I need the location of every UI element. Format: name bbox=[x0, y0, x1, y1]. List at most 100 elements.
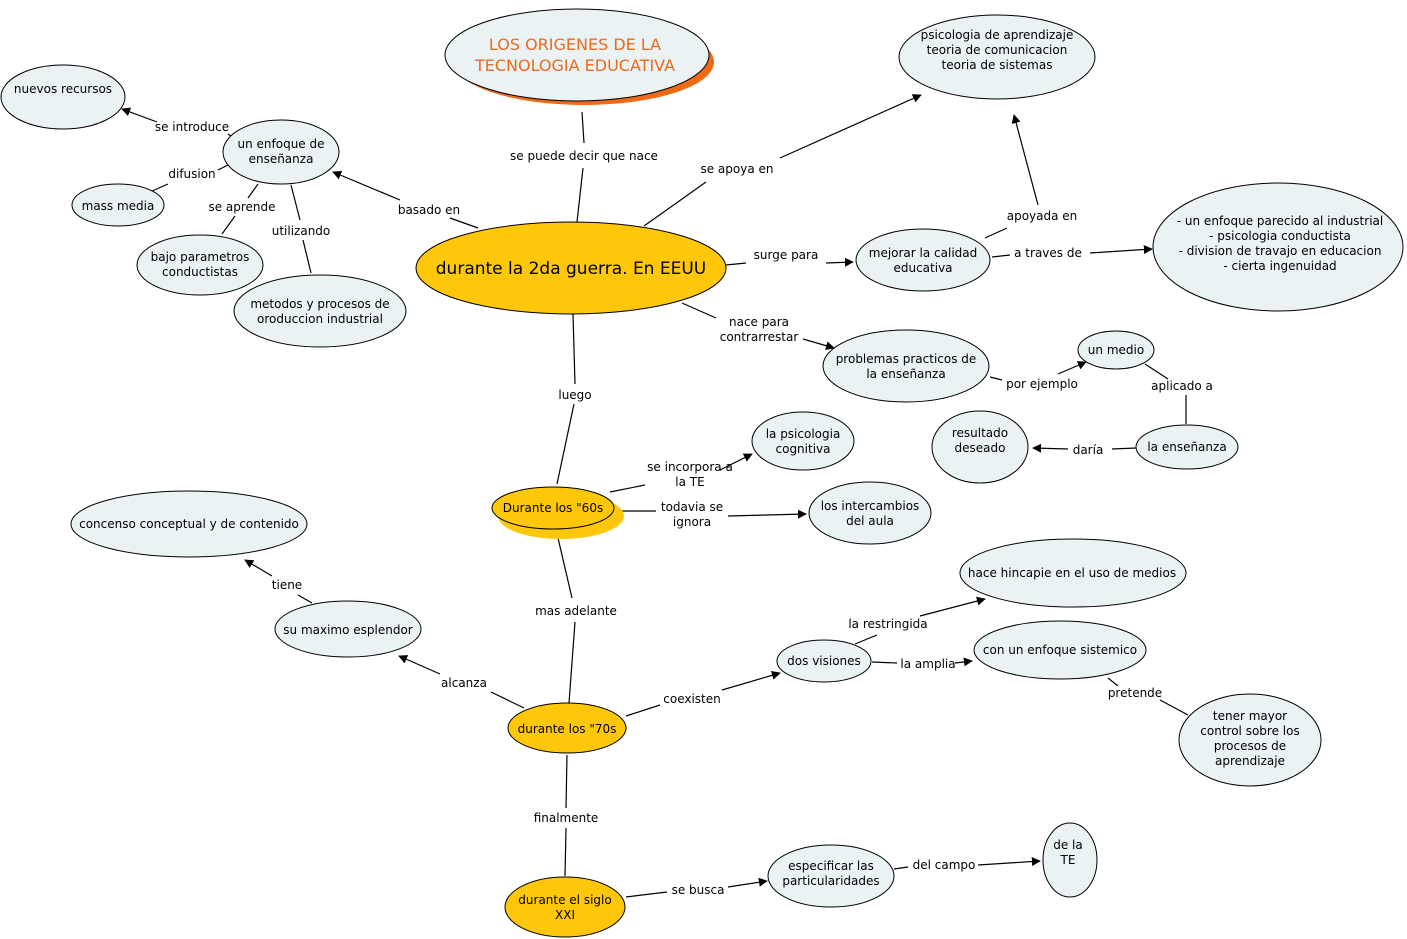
connector bbox=[727, 509, 807, 519]
connector bbox=[1159, 699, 1189, 716]
link-luego: luego bbox=[558, 388, 591, 402]
node-main-durante-2da-guerra: durante la 2da guerra. En EEUU bbox=[415, 221, 727, 315]
connector bbox=[398, 655, 441, 675]
link-labels: se puede decir que nace basado en se int… bbox=[155, 120, 1213, 897]
node-consenso-text: concenso conceptual y de contenido bbox=[79, 517, 299, 531]
link-mas-adelante: mas adelante bbox=[535, 604, 617, 618]
link-difusion: difusion bbox=[168, 167, 215, 181]
connector bbox=[725, 262, 747, 266]
node-un-medio-text: un medio bbox=[1088, 343, 1144, 357]
link-aplicado-a: aplicado a bbox=[1151, 379, 1213, 393]
connector bbox=[825, 257, 854, 267]
node-mass-media: mass media bbox=[71, 183, 165, 227]
node-durante-los-60s-text: Durante los "60s bbox=[503, 501, 603, 515]
connector bbox=[991, 254, 1011, 258]
link-surge-para: surge para bbox=[754, 248, 819, 262]
connector bbox=[565, 754, 568, 809]
node-concenso-conceptual: concenso conceptual y de contenido bbox=[70, 490, 308, 558]
connector bbox=[625, 704, 661, 717]
connector bbox=[919, 596, 986, 617]
connector bbox=[556, 403, 575, 485]
connector bbox=[721, 670, 781, 691]
node-enfoque-sistemico: con un enfoque sistemico bbox=[973, 620, 1147, 680]
link-se-apoya-en: se apoya en bbox=[700, 162, 773, 176]
node-esplendor-text: su maximo esplendor bbox=[283, 623, 413, 637]
connector bbox=[681, 302, 717, 319]
connector bbox=[1111, 447, 1137, 450]
connector bbox=[121, 107, 158, 123]
node-su-maximo-esplendor: su maximo esplendor bbox=[274, 600, 422, 658]
link-basado-en: basado en bbox=[398, 203, 460, 217]
connector bbox=[297, 594, 313, 604]
connector bbox=[149, 183, 169, 193]
node-un-medio: un medio bbox=[1077, 330, 1155, 370]
connector bbox=[609, 484, 646, 493]
connectors bbox=[121, 94, 1189, 898]
link-coexisten: coexisten bbox=[663, 692, 721, 706]
link-del-campo: del campo bbox=[913, 858, 976, 872]
connector bbox=[302, 239, 312, 274]
connector bbox=[1057, 361, 1087, 375]
connector bbox=[719, 453, 753, 471]
connector bbox=[557, 537, 573, 599]
connector bbox=[568, 621, 576, 704]
node-nuevos-recursos-text: nuevos recursos bbox=[14, 82, 112, 96]
node-nuevos-recursos: nuevos recursos bbox=[0, 64, 126, 130]
connector bbox=[893, 866, 909, 870]
connector bbox=[449, 217, 479, 229]
node-hace-hincapie: hace hincapie en el uso de medios bbox=[959, 538, 1187, 608]
connector bbox=[779, 94, 922, 159]
link-por-ejemplo: por ejemplo bbox=[1006, 377, 1078, 391]
node-main-text: durante la 2da guerra. En EEUU bbox=[436, 259, 706, 279]
connector bbox=[625, 891, 668, 898]
link-pretende: pretende bbox=[1108, 686, 1162, 700]
link-tiene: tiene bbox=[272, 578, 302, 592]
connector bbox=[989, 376, 1003, 381]
node-dos-visiones-text: dos visiones bbox=[787, 654, 861, 668]
node-durante-los-60s: Durante los "60s bbox=[491, 486, 624, 539]
link-se-aprende: se aprende bbox=[208, 200, 275, 214]
connector bbox=[247, 183, 259, 199]
connector bbox=[290, 184, 301, 221]
link-daria: daría bbox=[1073, 443, 1104, 457]
link-alcanza: alcanza bbox=[441, 676, 487, 690]
connector bbox=[244, 559, 273, 577]
node-la-ensenanza: la enseñanza bbox=[1135, 424, 1239, 470]
link-finalmente: finalmente bbox=[534, 811, 599, 825]
link-se-puede-decir-que-nace: se puede decir que nace bbox=[510, 149, 658, 163]
node-hincapie-text: hace hincapie en el uso de medios bbox=[968, 566, 1176, 580]
connector bbox=[564, 827, 567, 877]
link-se-introduce: se introduce bbox=[155, 120, 229, 134]
node-dos-visiones: dos visiones bbox=[776, 639, 872, 683]
connector bbox=[221, 215, 236, 235]
connector bbox=[572, 313, 576, 385]
connector bbox=[1144, 363, 1169, 380]
link-apoyada-en: apoyada en bbox=[1007, 209, 1078, 223]
